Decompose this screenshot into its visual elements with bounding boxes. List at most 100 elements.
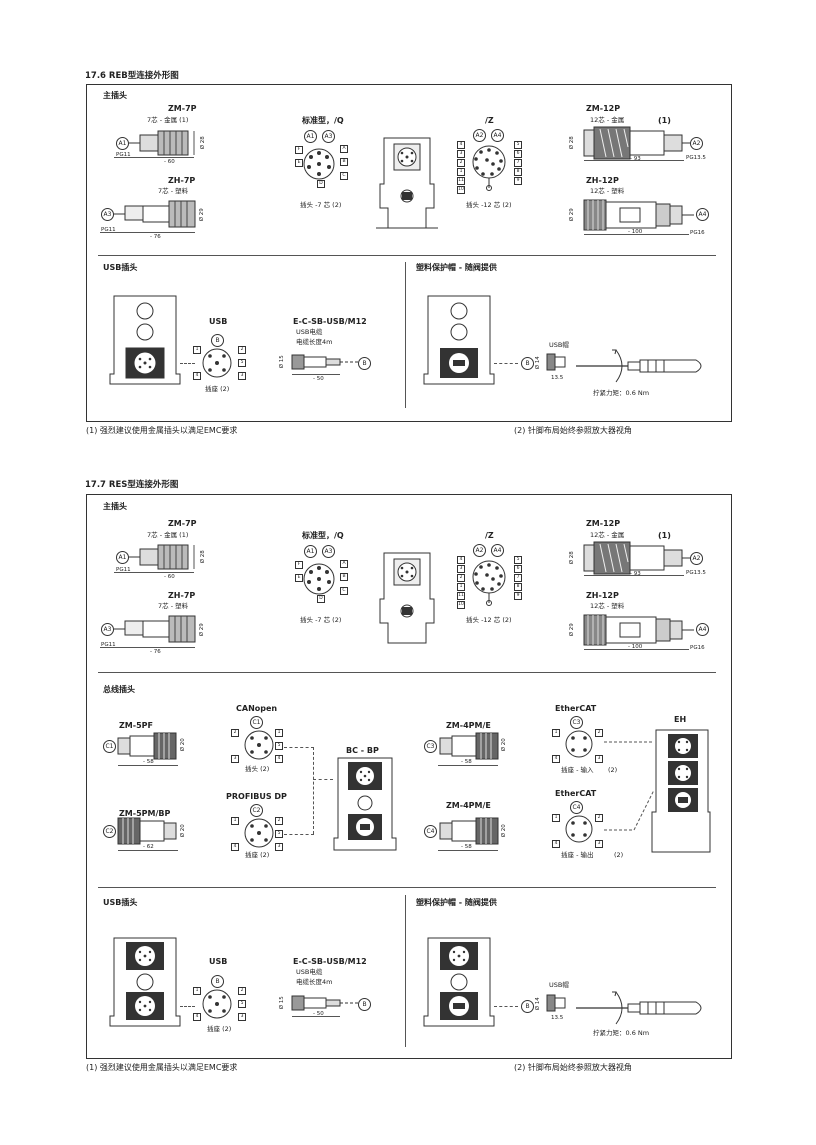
code-circle: C4 (424, 825, 437, 838)
zh12p-diameter-2: Ø 29 (568, 623, 575, 637)
dim-line (118, 850, 178, 851)
pin-label: 10 (457, 186, 465, 194)
code-circle: B (521, 357, 534, 370)
pin-label: 3 (595, 755, 603, 763)
cable-line1: USB电缆 (296, 328, 323, 336)
pin-label: 3 (238, 1013, 246, 1021)
pin-label: 5 (238, 1000, 246, 1008)
zh7p-name: ZH-7P (168, 176, 196, 185)
pin-label: 3 (595, 840, 603, 848)
zh12p-length-2: - 100 (628, 644, 643, 650)
footnote-2-b: (2) 针脚布局始终参照放大器视角 (514, 1063, 632, 1072)
zh12p-desc: 12芯 - 塑料 (590, 187, 625, 195)
zm4pme1-connector-drawing (439, 732, 499, 760)
pin-label: 1 (231, 817, 239, 825)
zh7p-connector-drawing (113, 200, 196, 228)
code-circle: A3 (322, 130, 335, 143)
section-title-17-7: 17.7 RES型连接外形图 (85, 480, 179, 490)
pin-label: 1 (457, 583, 465, 591)
zh7p-diameter: Ø 29 (198, 208, 205, 222)
dash-line (284, 834, 314, 835)
canopen-name: CANopen (236, 704, 278, 713)
zh7p-length: - 76 (150, 234, 161, 240)
usb-heading-2: USB插头 (103, 898, 138, 907)
ethercat1-note: (2) (608, 766, 618, 774)
pin-label: 4 (193, 1013, 201, 1021)
zm7p-name-2: ZM-7P (168, 519, 197, 528)
dash-line (313, 747, 314, 834)
amplifier-usb-drawing (109, 295, 181, 385)
code-circle: A3 (322, 545, 335, 558)
valve-body-drawing-2 (379, 552, 435, 644)
section-divider (98, 887, 716, 888)
zh12p-desc-2: 12芯 - 塑料 (590, 602, 625, 610)
pin-label: 3 (231, 755, 239, 763)
dash-line (313, 779, 333, 780)
code-circle: A2 (690, 137, 703, 150)
profibus-socket-label: 插座 (2) (245, 851, 270, 859)
z-plug-label: 插头 -12 芯 (2) (466, 201, 512, 209)
pin-label: 5 (275, 830, 283, 838)
bcbp-label: BC - BP (346, 746, 379, 755)
pin-label: 2 (275, 817, 283, 825)
usb-5pin-face (202, 348, 232, 378)
dash-line (180, 1006, 195, 1007)
column-divider (405, 262, 406, 408)
zm12p-connector-drawing-2 (583, 541, 694, 575)
code-circle: C4 (570, 801, 583, 814)
cap-diameter: Ø 14 (534, 356, 541, 370)
code-circle: C2 (250, 804, 263, 817)
zm12p-length: - 93 (630, 156, 641, 162)
cable-name: E-C-SB-USB/M12 (293, 317, 367, 326)
dim-line (292, 374, 340, 375)
code-circle: C3 (570, 716, 583, 729)
section-frame-17-6 (86, 84, 732, 422)
zm12p-note: (1) (658, 116, 671, 125)
zm7p-pg-2: PG11 (116, 567, 131, 573)
ethercat1-name: EtherCAT (555, 704, 597, 713)
pin-label: C (340, 172, 348, 180)
code-circle: A4 (696, 623, 709, 636)
pin-label: 3 (457, 565, 465, 573)
section-frame-17-7 (86, 494, 732, 1059)
pin-label: 9 (514, 177, 522, 185)
pin-label: 2 (595, 814, 603, 822)
zm12p-pg: PG13.5 (686, 155, 706, 161)
dim-line (584, 649, 689, 650)
main-plug-heading-2: 主插头 (103, 502, 127, 511)
pin-label: C (340, 587, 348, 595)
code-circle: A1 (304, 545, 317, 558)
pin-label: 4 (275, 755, 283, 763)
zm4pme1-name: ZM-4PM/E (446, 721, 491, 730)
socket-label: 插座 (2) (205, 385, 230, 393)
pin-label: A (340, 560, 348, 568)
zm7p-desc: 7芯 - 金属 (1) (147, 116, 189, 124)
pin-label: B (340, 158, 348, 166)
amplifier-usb-drawing-2 (109, 937, 181, 1027)
zh7p-desc: 7芯 - 塑料 (158, 187, 189, 195)
dim-line (100, 647, 195, 648)
pin-label: 1 (552, 814, 560, 822)
ethercat2-note: (2) (614, 851, 624, 859)
torque-label-2: 拧紧力矩：0.6 Nm (593, 1029, 650, 1037)
zm5pmbp-diameter: Ø 20 (179, 824, 186, 838)
zm7p-name: ZM-7P (168, 104, 197, 113)
cap-length: 13.5 (551, 375, 564, 381)
zm12p-desc: 12芯 - 金属 (590, 116, 625, 124)
pin-label: D (317, 180, 325, 188)
pin-label: 1 (457, 168, 465, 176)
pin-label: 4 (552, 840, 560, 848)
zh7p-diameter-2: Ø 29 (198, 623, 205, 637)
cap-length-2: 13.5 (551, 1015, 564, 1021)
cap-label: USB帽 (549, 341, 569, 349)
pin-label: 1 (193, 346, 201, 354)
screwdriver-icon (576, 991, 702, 1025)
section-divider (98, 672, 716, 673)
dim-line (292, 1016, 340, 1017)
pin-label: D (317, 595, 325, 603)
std-7pin-face (303, 148, 335, 180)
code-circle: C1 (103, 740, 116, 753)
pin-label: 2 (457, 574, 465, 582)
zm12p-name: ZM-12P (586, 104, 621, 113)
pin-label: 4 (193, 372, 201, 380)
